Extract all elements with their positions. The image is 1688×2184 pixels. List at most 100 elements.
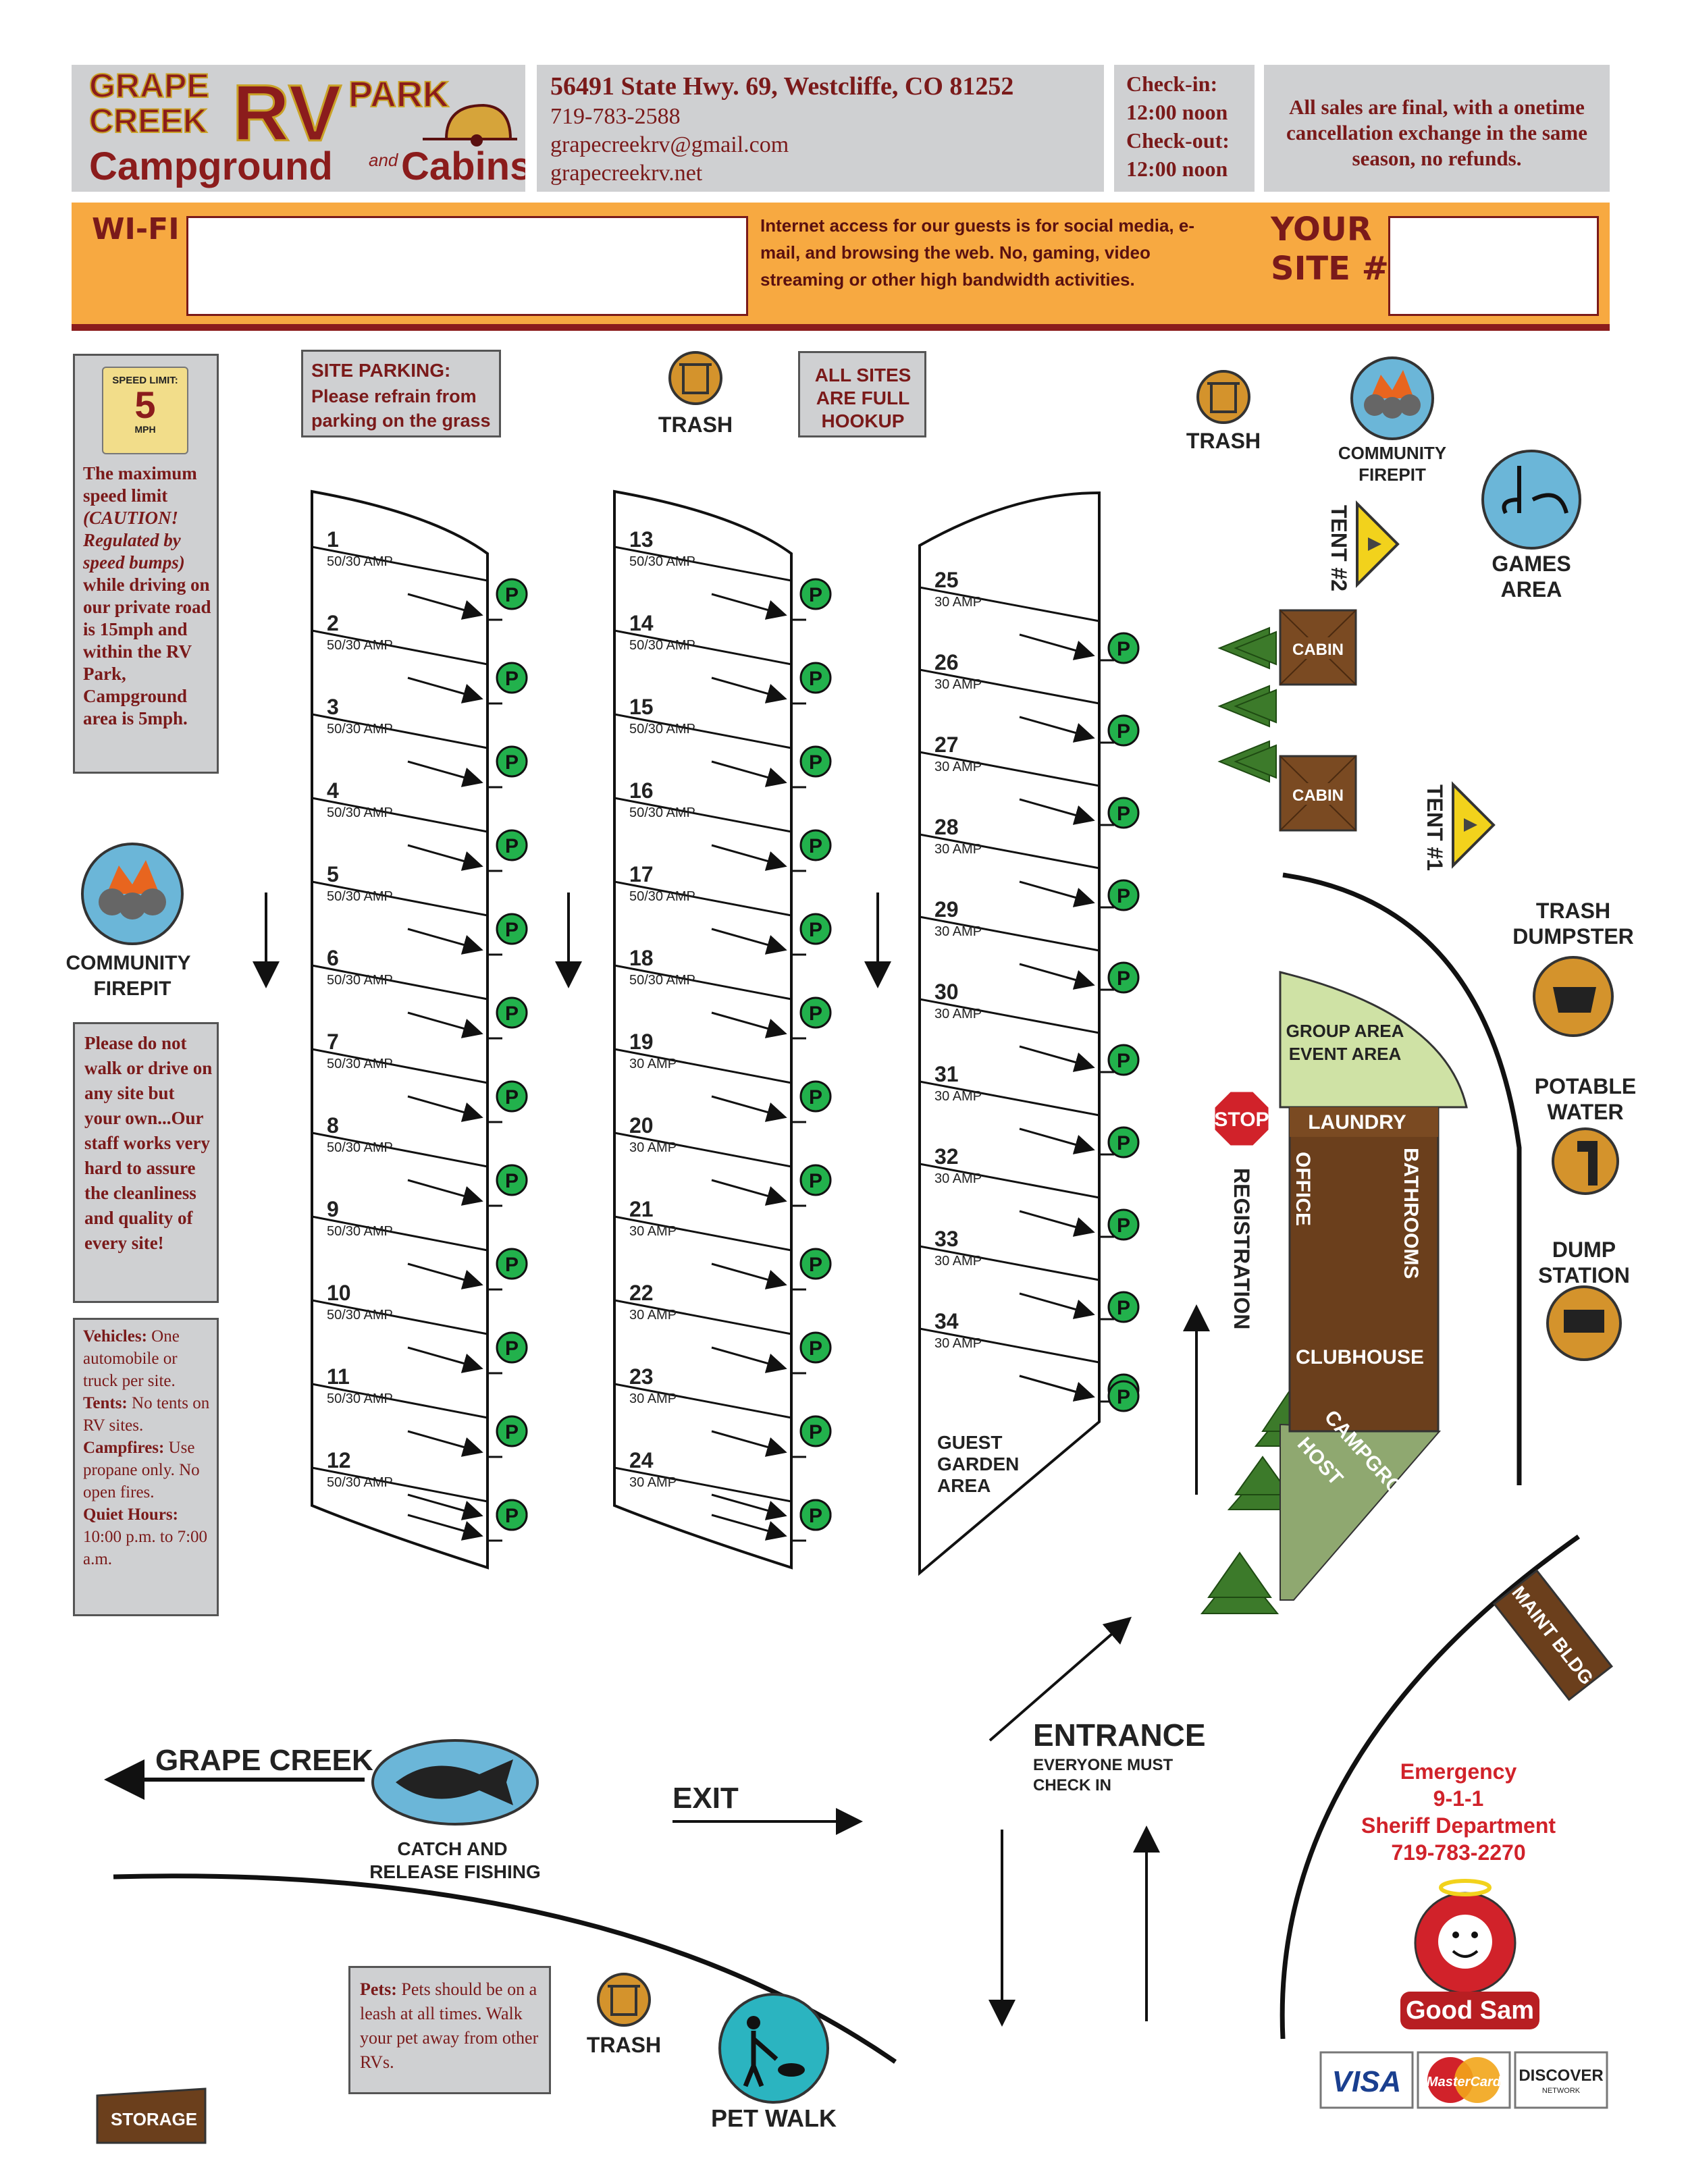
site-number[interactable]: 5: [327, 862, 339, 886]
site-divider: [311, 1215, 488, 1252]
parking-sign-label: P: [505, 1505, 519, 1527]
site-number[interactable]: 2: [327, 611, 339, 635]
group-area-label-2: EVENT AREA: [1289, 1044, 1402, 1064]
teardrop-trailer-icon: [423, 103, 517, 147]
site-amp: 30 AMP: [629, 1057, 677, 1071]
site-divider: [919, 668, 1100, 705]
site-amp: 30 AMP: [629, 1475, 677, 1490]
rule-campfires-value: Use propane only. No open fires.: [83, 1439, 200, 1501]
pets-value: Pets should be on a leash at all times. …: [360, 1979, 539, 2072]
site-amp: 50/30 AMP: [327, 973, 393, 988]
site-number[interactable]: 1: [327, 527, 339, 552]
site-number[interactable]: 31: [934, 1062, 959, 1086]
trash-label: TRASH: [587, 2033, 661, 2057]
site-number[interactable]: 30: [934, 980, 959, 1004]
checkout-time: 12:00 noon: [1126, 157, 1228, 181]
site-amp: 30 AMP: [934, 760, 982, 774]
site-arrow: [711, 844, 787, 871]
site-number[interactable]: 9: [327, 1197, 339, 1221]
site-number[interactable]: 14: [629, 611, 654, 635]
parking-sign-label: P: [809, 1337, 822, 1360]
maint-building: MAINT BLDG: [1492, 1569, 1614, 1701]
pine-tree-icons: [1200, 627, 1325, 1614]
speed-sign: SPEED LIMIT: 5 MPH: [102, 367, 188, 454]
site-number[interactable]: 3: [327, 695, 339, 719]
site-number[interactable]: 6: [327, 946, 339, 970]
dump-label-2: STATION: [1538, 1263, 1630, 1287]
site-amp: 30 AMP: [934, 924, 982, 939]
speed-text-caution: (CAUTION! Regulated by speed bumps): [83, 508, 185, 572]
discover-card: DISCOVER: [1519, 2067, 1603, 2085]
logo: GRAPE CREEK RV PARK Campground and Cabin…: [88, 66, 531, 188]
site-divider: [919, 1080, 1100, 1117]
hookup-text: ALL SITES ARE FULL HOOKUP: [814, 365, 912, 431]
visa-card: VISA: [1332, 2065, 1402, 2098]
cabin-building: CABIN: [1279, 755, 1357, 832]
payment-cards: VISA MasterCard DISCOVER NETWORK: [1319, 2051, 1608, 2109]
parking-sign-icon: P: [496, 1331, 528, 1364]
site-number[interactable]: 15: [629, 695, 654, 719]
site-number[interactable]: 19: [629, 1030, 654, 1054]
parking-sign-icon: P: [1107, 1380, 1140, 1412]
site-number[interactable]: 26: [934, 650, 959, 674]
site-number[interactable]: 34: [934, 1309, 959, 1333]
logo-and: and: [369, 150, 399, 170]
site-arrow: [711, 1493, 787, 1520]
speed-text: The maximum speed limit (CAUTION! Regula…: [83, 462, 215, 730]
garden-label-1: GUEST: [937, 1432, 1002, 1453]
parking-sign-label: P: [1117, 638, 1130, 660]
site-number[interactable]: 25: [934, 568, 959, 592]
email[interactable]: grapecreekrv@gmail.com: [550, 132, 789, 157]
site-number[interactable]: 20: [629, 1113, 654, 1138]
site-number[interactable]: 17: [629, 862, 654, 886]
site-number[interactable]: 21: [629, 1197, 654, 1221]
water-label-2: WATER: [1547, 1100, 1623, 1124]
speed-limit-box: SPEED LIMIT: 5 MPH The maximum speed lim…: [73, 354, 219, 774]
site-number-field[interactable]: [1388, 216, 1599, 316]
site-divider: [614, 1048, 792, 1084]
site-arrow: [407, 1095, 483, 1122]
site-number[interactable]: 29: [934, 897, 959, 922]
site-divider: [919, 915, 1100, 952]
site-number[interactable]: 32: [934, 1144, 959, 1169]
emergency-label: Emergency: [1400, 1759, 1517, 1784]
site-number[interactable]: 16: [629, 778, 654, 803]
site-number[interactable]: 18: [629, 946, 654, 970]
parking-sign-label: P: [1117, 1386, 1130, 1408]
site-amp: 50/30 AMP: [629, 638, 695, 653]
site-number[interactable]: 27: [934, 733, 959, 757]
site-amp: 50/30 AMP: [327, 1475, 393, 1490]
parking-sign-label: P: [1117, 1050, 1130, 1072]
parking-sign-label: P: [505, 751, 519, 774]
pets-key: Pets:: [360, 1979, 397, 1999]
cabin-building: CABIN: [1279, 609, 1357, 686]
wifi-field[interactable]: [186, 216, 748, 316]
site-arrow: [1019, 880, 1095, 907]
wifi-bar: WI-FI Internet access for our guests is …: [72, 203, 1610, 331]
site-divider: [311, 713, 488, 749]
rule-campfires-key: Campfires:: [83, 1439, 165, 1457]
parking-sign-label: P: [505, 919, 519, 941]
site-divider: [614, 1131, 792, 1168]
site-number[interactable]: 24: [629, 1448, 654, 1472]
site-number[interactable]: 28: [934, 815, 959, 839]
site-divider: [311, 1466, 488, 1503]
site-number[interactable]: 11: [327, 1364, 350, 1389]
parking-sign-icon: P: [1107, 797, 1140, 829]
site-number[interactable]: 7: [327, 1030, 339, 1054]
site-number[interactable]: 4: [327, 778, 339, 803]
site-divider: [614, 713, 792, 749]
site-number[interactable]: 12: [327, 1448, 351, 1472]
website[interactable]: grapecreekrv.net: [550, 161, 703, 186]
site-number[interactable]: 22: [629, 1281, 654, 1305]
site-number[interactable]: 8: [327, 1113, 339, 1138]
site-number[interactable]: 13: [629, 527, 654, 552]
site-number[interactable]: 33: [934, 1227, 959, 1251]
site-divider: [614, 545, 792, 582]
site-number[interactable]: 10: [327, 1281, 351, 1305]
site-divider: [919, 1163, 1100, 1199]
site-number[interactable]: 23: [629, 1364, 654, 1389]
parking-sign-icon: P: [799, 745, 832, 778]
parking-sign-icon: P: [1107, 1126, 1140, 1158]
fish-icon: CATCH AND RELEASE FISHING: [369, 1739, 541, 1882]
